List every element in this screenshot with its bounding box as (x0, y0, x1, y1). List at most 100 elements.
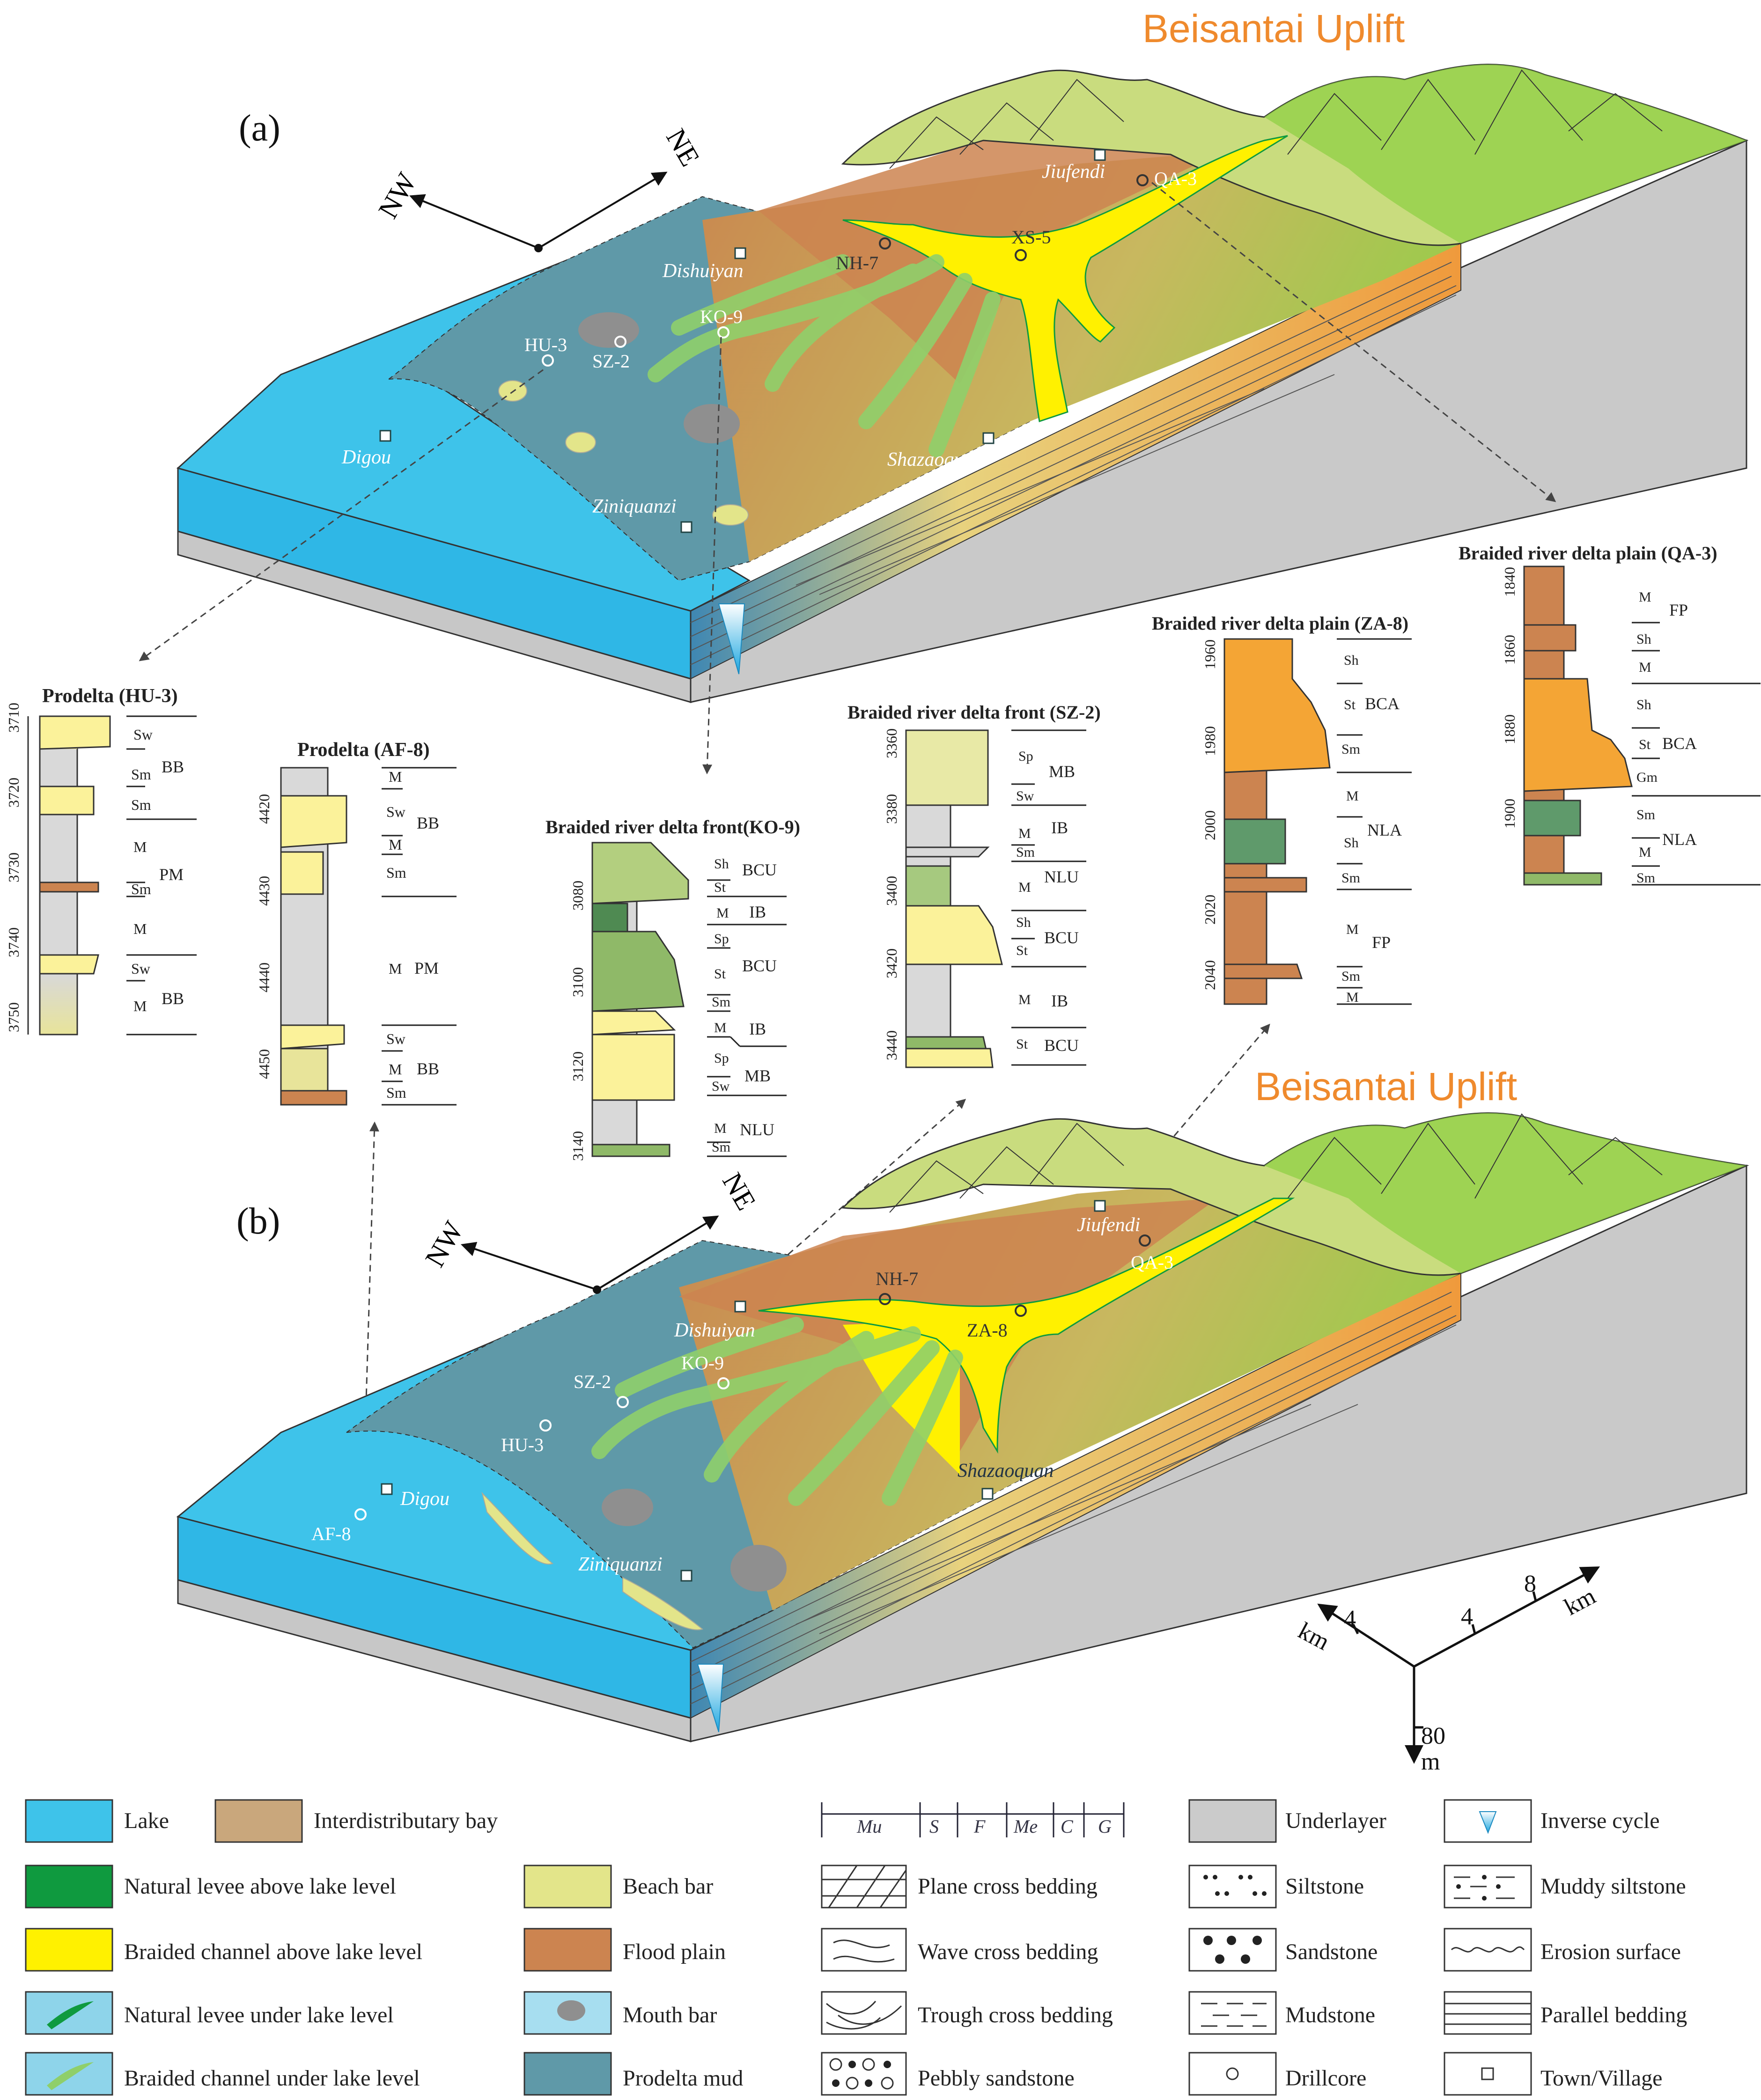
ko9-code-5: Sm (712, 994, 730, 1010)
ko9-code-6: M (714, 1020, 727, 1035)
inverse-cycle-marker-b (697, 1664, 724, 1733)
well-xs5-a: XS-5 (1011, 227, 1051, 248)
sz2-code-8: St (1016, 1036, 1028, 1052)
legend: Lake Natural levee above lake level Brai… (25, 1799, 1687, 2096)
well-hu3-a: HU-3 (524, 334, 567, 355)
hu3-units: BB PM BB (159, 757, 184, 1008)
sz2-code-0: Sp (1018, 749, 1033, 764)
af8-code-5: Sw (386, 1030, 405, 1047)
qa3-unit-2: NLA (1662, 830, 1697, 849)
grain-s: S (929, 1816, 939, 1837)
compass-nw-b: NW (419, 1216, 469, 1272)
ko9-unit-3: IB (749, 1020, 766, 1038)
hu3-unit-1: PM (159, 865, 184, 884)
legend-mudstone: Mudstone (1285, 2003, 1375, 2027)
column-sz2: Braided river delta front (SZ-2) 3360 33… (847, 702, 1101, 1068)
af8-depth-2: 4440 (256, 962, 273, 992)
af8-code-7: Sm (386, 1084, 406, 1101)
column-za8: Braided river delta plain (ZA-8) 1960 19… (1152, 613, 1412, 1005)
legend-siltstone: Siltstone (1285, 1874, 1364, 1899)
af8-code-4: M (389, 960, 402, 977)
ko9-depth-1: 3100 (569, 967, 586, 997)
block-diagram-a: (a) Beisantai Uplift NW NE Jiufendi Dish… (176, 7, 1749, 703)
mountain-ridges-b (889, 1113, 1663, 1213)
wells-b: QA-3 ZA-8 NH-7 KO-9 SZ-2 HU-3 AF-8 (311, 1234, 1173, 1544)
qa3-code-6: Sm (1636, 807, 1655, 822)
za8-code-2: Sm (1341, 742, 1360, 757)
qa3-code-2: M (1639, 660, 1651, 675)
hu3-depth-3: 3740 (5, 927, 22, 957)
ko9-unit-1: IB (749, 903, 766, 921)
qa3-depth-0: 1840 (1501, 567, 1518, 597)
hu3-code-3: M (133, 838, 147, 855)
sz2-code-6: St (1016, 943, 1028, 958)
legend-pebbly: Pebbly sandstone (918, 2066, 1075, 2091)
underlayer-front (177, 530, 692, 703)
hu3-code-2: Sm (131, 796, 151, 813)
mountain-ridges-a (889, 69, 1663, 169)
ko9-units: BCU IB BCU IB MB NLU (740, 860, 777, 1139)
scale-4-left: 4 (1344, 1606, 1356, 1632)
ko9-codes: Sh St M Sp St Sm M Sp Sw M Sm (712, 856, 730, 1155)
town-ziniquanzi-b: Ziniquanzi (578, 1554, 663, 1575)
town-digou-a: Digou (341, 447, 391, 468)
wave-cross-icon (833, 1939, 895, 1963)
legend-channel-above: Braided channel above lake level (124, 1939, 422, 1964)
column-af8-title: Prodelta (AF-8) (297, 739, 430, 761)
hu3-code-4: Sm (131, 881, 151, 897)
sz2-code-1: Sw (1016, 788, 1034, 804)
beach-bars-a (498, 380, 749, 526)
column-za8-title: Braided river delta plain (ZA-8) (1152, 613, 1408, 634)
sz2-codes: Sp Sw M Sm M Sh St M St (1016, 749, 1035, 1052)
mouth-bars-b (602, 1489, 787, 1592)
beach-bars-b (481, 1491, 704, 1630)
channel-under-b (591, 1317, 963, 1506)
erosion-surface-icon (1451, 1946, 1525, 1953)
sz2-units: MB IB NLU BCU IB BCU (1044, 762, 1079, 1055)
ko9-code-8: Sw (712, 1079, 730, 1094)
column-qa3-title: Braided river delta plain (QA-3) (1459, 543, 1717, 564)
za8-unit-2: FP (1372, 933, 1391, 952)
sz2-code-4: M (1018, 880, 1031, 895)
legend-levee-under: Natural levee under lake level (124, 2003, 394, 2027)
column-hu3: Prodelta (HU-3) 3710 3720 3730 3740 3750… (5, 685, 197, 1035)
column-hu3-title: Prodelta (HU-3) (42, 685, 178, 707)
town-digou-b: Digou (400, 1488, 449, 1510)
grain-mu: Mu (856, 1816, 882, 1837)
za8-code-1: St (1344, 697, 1356, 712)
well-za8-b: ZA-8 (967, 1320, 1008, 1341)
af8-units: BB PM BB (414, 814, 439, 1078)
towns-a: Jiufendi Dishuiyan Digou Shazaoquan Zini… (341, 149, 1106, 533)
legend-trough-cross: Trough cross bedding (918, 2003, 1113, 2027)
qa3-code-7: M (1639, 844, 1651, 860)
legend-drillcore: Drillcore (1285, 2066, 1366, 2091)
af8-depth-3: 4450 (256, 1049, 273, 1079)
hu3-depth-0: 3710 (5, 703, 22, 733)
legend-plane-cross: Plane cross bedding (918, 1874, 1098, 1899)
hu3-unit-2: BB (162, 989, 184, 1008)
well-qa3-a: QA-3 (1154, 168, 1197, 189)
af8-unit-1: PM (414, 959, 439, 977)
grain-c: C (1061, 1816, 1074, 1837)
za8-code-7: Sm (1341, 969, 1360, 984)
za8-unit-1: NLA (1367, 821, 1402, 839)
za8-units: BCA NLA FP (1365, 694, 1402, 952)
af8-code-6: M (389, 1061, 402, 1078)
braided-channel-a (842, 135, 1288, 422)
legend-beach-bar: Beach bar (623, 1874, 713, 1899)
hu3-depth-4: 3750 (5, 1002, 22, 1032)
legend-erosion: Erosion surface (1540, 1939, 1681, 1964)
ko9-depths: 3080 3100 3120 3140 (569, 881, 586, 1161)
hu3-depth-2: 3730 (5, 852, 22, 882)
compass-nw-a: NW (372, 168, 422, 224)
sz2-depth-3: 3420 (883, 948, 900, 978)
town-jiufendi-a: Jiufendi (1042, 161, 1105, 183)
hu3-code-6: Sw (131, 960, 150, 977)
sz2-code-7: M (1018, 992, 1031, 1007)
qa3-codes: M Sh M Sh St Gm Sm M Sm (1636, 589, 1658, 886)
af8-code-3: Sm (386, 864, 406, 881)
qa3-code-5: Gm (1636, 770, 1658, 785)
za8-codes: Sh St Sm M Sh Sm M Sm M (1341, 653, 1360, 1005)
za8-code-0: Sh (1344, 653, 1359, 668)
towns-b: Jiufendi Dishuiyan Digou Shazaoquan Zini… (381, 1200, 1140, 1582)
